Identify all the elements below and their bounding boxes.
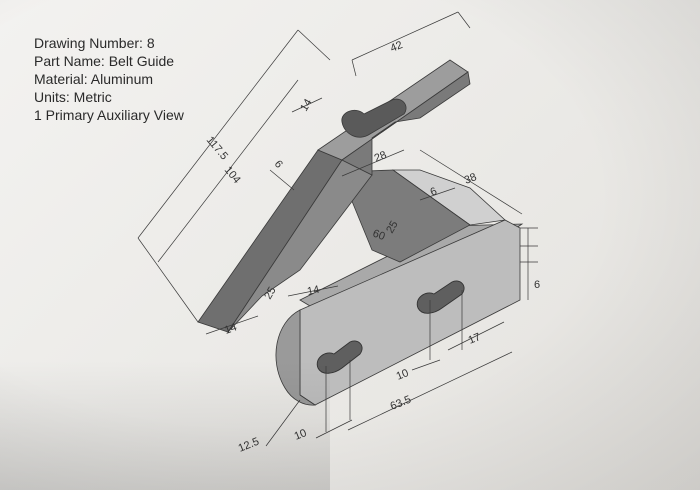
dim-14-low: 14 (306, 284, 320, 298)
base-slot-right (416, 280, 465, 314)
dim-60: 60 (371, 228, 387, 243)
dim-6-mid: 6 (429, 185, 439, 198)
part-name: Part Name: Belt Guide (34, 53, 175, 69)
dim-63-5: 63.5 (389, 394, 413, 413)
dim-12-5: 12.5 (237, 436, 261, 455)
dim-14-top: 14 (298, 97, 315, 114)
dim-17: 17 (467, 331, 483, 347)
dim-104: 104 (222, 164, 243, 186)
dim-38: 38 (463, 171, 479, 187)
dim-25-mid: 25 (384, 219, 401, 236)
units: Units: Metric (34, 89, 112, 105)
dim-10-right: 10 (395, 367, 411, 383)
base-slot-left (316, 340, 363, 374)
dim-10-bottom: 10 (293, 427, 309, 443)
dimension-lines (137, 11, 538, 447)
dim-6-right: 6 (534, 279, 540, 291)
tab-slot (341, 98, 407, 138)
upper-tab-front (341, 71, 471, 176)
dim-14-base: 14 (223, 321, 239, 336)
dim-117-5: 117.5 (204, 134, 230, 162)
inner-web (339, 169, 471, 263)
dim-25-low: 25 (262, 285, 279, 302)
dim-42: 42 (389, 39, 405, 55)
part-body (197, 59, 524, 406)
material: Material: Aluminum (34, 71, 154, 87)
title-block: Drawing Number: 8 Part Name: Belt Guide … (34, 34, 184, 124)
view-note: 1 Primary Auxiliary View (34, 107, 184, 123)
dim-6-left: 6 (272, 158, 285, 170)
drawing-number: Drawing Number: 8 (34, 35, 155, 51)
base-rounded-end (275, 309, 317, 406)
dim-28: 28 (373, 149, 389, 165)
incline-arm-side (227, 159, 373, 333)
